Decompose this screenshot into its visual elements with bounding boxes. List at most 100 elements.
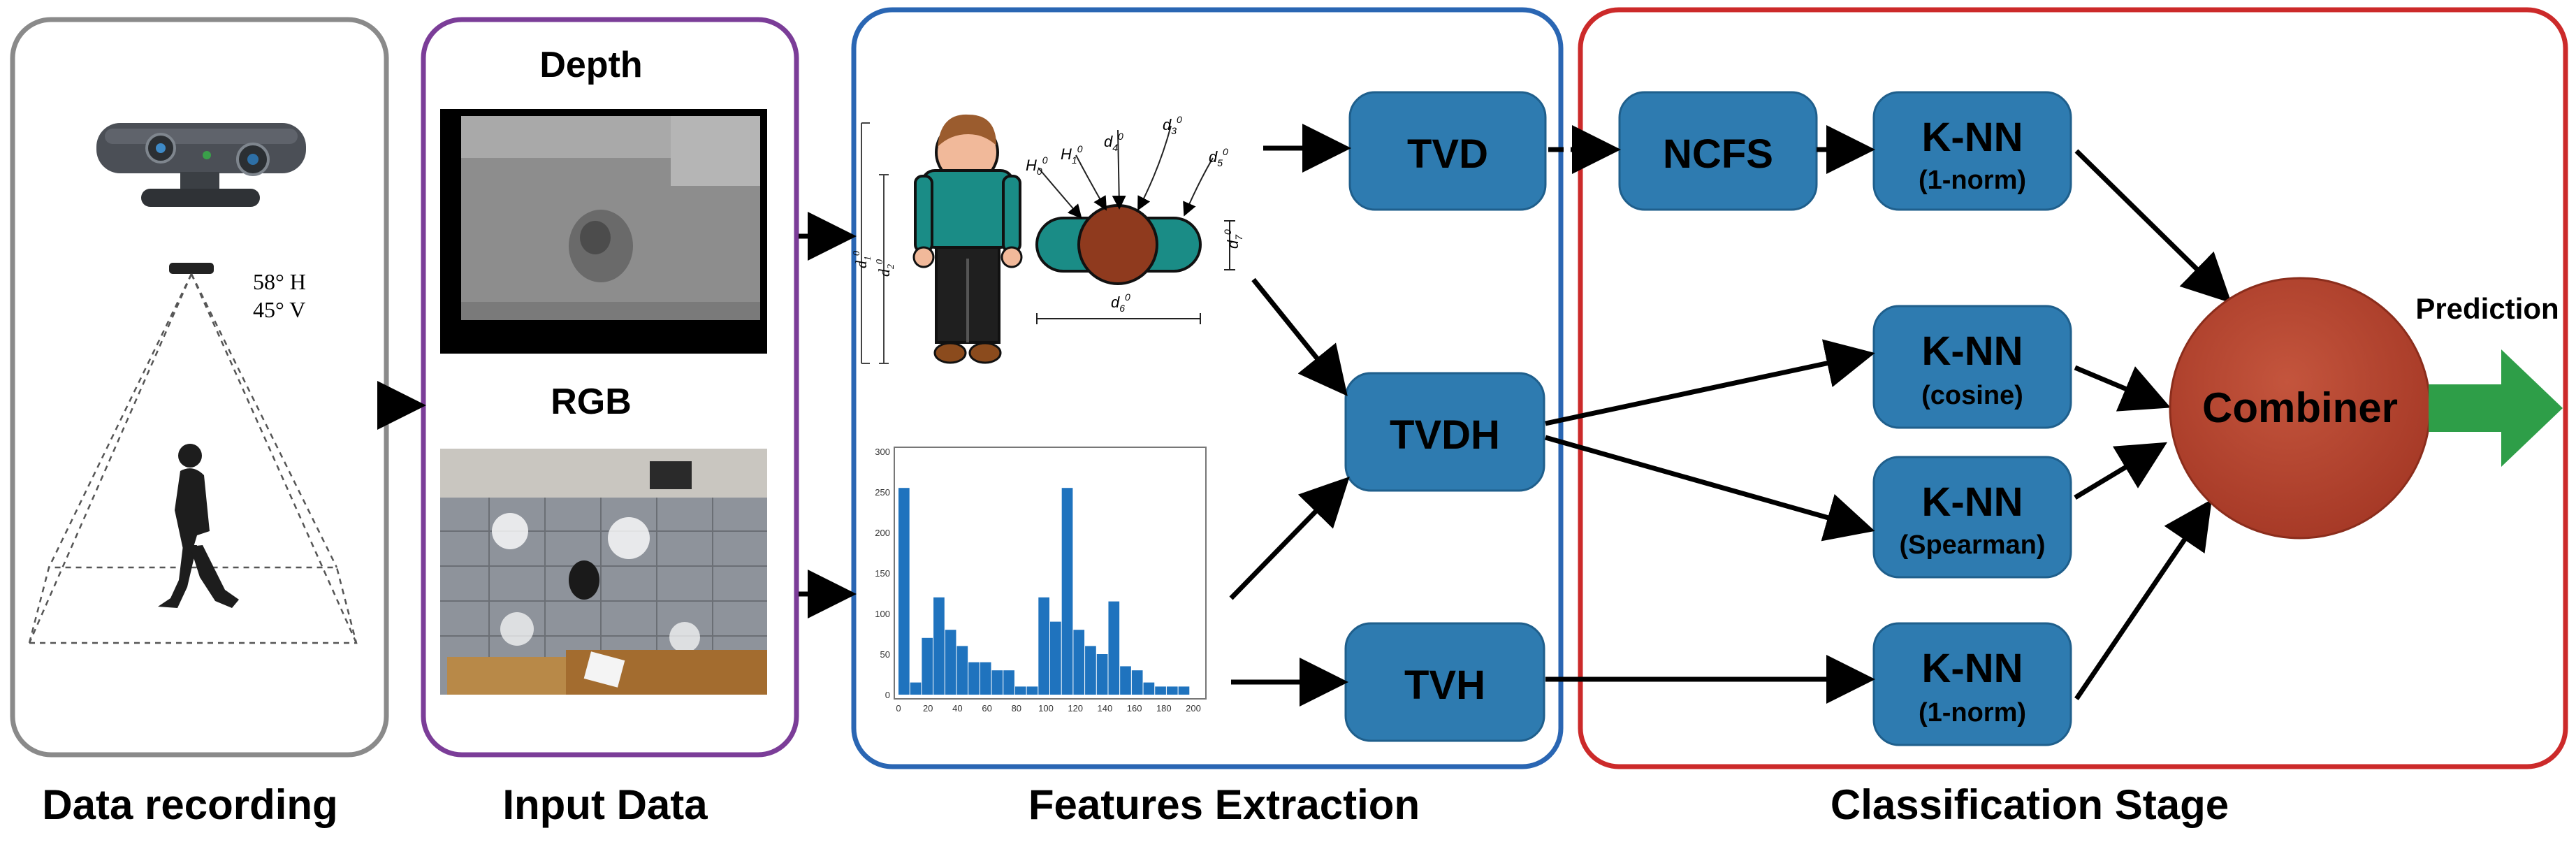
svg-text:K-NN: K-NN: [1922, 115, 2023, 160]
svg-text:(cosine): (cosine): [1921, 381, 2023, 410]
svg-text:K-NN: K-NN: [1922, 479, 2023, 525]
histogram-y-tick: 200: [875, 528, 890, 538]
histogram-bar: [956, 646, 968, 695]
arrow-bodymodel-to-tvdh: [1251, 277, 1348, 396]
histogram-bar: [1026, 686, 1038, 695]
svg-text:NCFS: NCFS: [1663, 131, 1773, 177]
histogram-bar: [1166, 686, 1178, 695]
node-ncfs: NCFS: [1618, 91, 1818, 211]
node-tvd: TVD: [1348, 91, 1547, 211]
histogram-y-tick: 300: [875, 447, 890, 457]
histogram-x-tick: 80: [1012, 703, 1021, 714]
node-knn-1norm-top: K-NN (1-norm): [1872, 91, 2072, 211]
histogram-bar: [1143, 682, 1155, 695]
svg-text:TVD: TVD: [1407, 131, 1488, 177]
fov-vertical: 45° V: [253, 297, 305, 322]
title-features-extraction: Features Extraction: [1028, 781, 1420, 828]
label-d2: d20: [875, 259, 896, 277]
histogram-bar: [968, 662, 980, 695]
svg-text:(1-norm): (1-norm): [1919, 698, 2026, 727]
label-d1: d10: [852, 251, 873, 268]
node-knn-spearman: K-NN (Spearman): [1872, 456, 2072, 579]
histogram-x-tick: 180: [1156, 703, 1172, 714]
label-h0: H00: [1026, 154, 1048, 177]
histogram-y-tick: 50: [880, 649, 890, 660]
rgb-image: [440, 449, 767, 695]
depth-label: Depth: [539, 45, 642, 85]
kinect-sensor-image: [96, 123, 306, 207]
histogram-bar: [1131, 670, 1143, 695]
node-knn-cosine: K-NN (cosine): [1872, 305, 2072, 429]
histogram-bar: [1073, 630, 1085, 695]
title-classification-stage: Classification Stage: [1831, 781, 2229, 828]
histogram-bar: [980, 662, 991, 695]
histogram-x-tick: 140: [1098, 703, 1113, 714]
arrow-knn2-to-combiner: [2074, 365, 2171, 412]
label-d5: d50: [1209, 146, 1228, 168]
label-h1: H10: [1061, 143, 1083, 166]
arrow-knn4-to-combiner: [2074, 499, 2212, 700]
histogram-x-tick: 40: [952, 703, 962, 714]
svg-text:TVH: TVH: [1404, 663, 1485, 708]
label-d6: d60: [1111, 291, 1130, 314]
histogram-bar: [945, 630, 956, 695]
histogram-bar: [910, 682, 922, 695]
arrow-histogram-to-tvdh: [1229, 476, 1350, 600]
arrow-tvdh-to-knn-spearman: [1545, 435, 1875, 542]
walking-person-silhouette: [158, 444, 239, 608]
histogram-x-tick: 0: [896, 703, 901, 714]
histogram-bar: [1014, 686, 1026, 695]
rgb-label: RGB: [551, 382, 632, 422]
histogram-bar: [933, 597, 945, 695]
histogram-bar: [922, 637, 933, 695]
histogram-x-tick: 160: [1127, 703, 1142, 714]
histogram-y-tick: 150: [875, 568, 890, 579]
node-knn-1norm-bottom: K-NN (1-norm): [1872, 622, 2072, 746]
histogram-bar: [898, 488, 910, 695]
svg-text:(1-norm): (1-norm): [1919, 166, 2026, 195]
histogram-x-tick: 100: [1038, 703, 1054, 714]
node-combiner: Combiner: [2169, 277, 2431, 540]
histogram-bar: [1178, 686, 1190, 695]
svg-text:TVDH: TVDH: [1390, 412, 1500, 458]
histogram-bar: [1155, 686, 1166, 695]
svg-text:K-NN: K-NN: [1922, 646, 2023, 691]
depth-image: [440, 109, 767, 354]
histogram-chart: 300 250 200 150 100 50 0 0 20 40 60 80 100 120 140 160…: [875, 447, 1207, 714]
histogram-y-tick: 100: [875, 609, 890, 619]
histogram-x-tick: 60: [982, 703, 991, 714]
person-figure: d10 d20: [852, 114, 1023, 364]
histogram-bar: [1050, 621, 1061, 695]
histogram-bar: [1085, 646, 1096, 695]
prediction-label: Prediction: [2415, 292, 2559, 325]
histogram-bar: [1003, 670, 1014, 695]
node-tvdh: TVDH: [1344, 372, 1545, 492]
panel-classification-stage: [1578, 7, 2568, 769]
histogram-y-tick: 0: [885, 690, 890, 700]
histogram-bar: [1108, 601, 1120, 695]
label-d7: d70: [1222, 229, 1244, 249]
histogram-x-tick: 20: [923, 703, 933, 714]
histogram-x-tick: 120: [1068, 703, 1083, 714]
prediction-arrow-icon: [2429, 349, 2563, 467]
label-d3: d30: [1163, 114, 1182, 136]
title-input-data: Input Data: [502, 781, 708, 828]
histogram-y-tick: 250: [875, 487, 890, 498]
svg-text:(Spearman): (Spearman): [1899, 530, 2045, 560]
histogram-bar: [1061, 488, 1073, 695]
label-d4: d40: [1104, 131, 1123, 153]
title-data-recording: Data recording: [42, 781, 337, 828]
body-top-view: H00 H10 d40 d30 d50 d60 d70: [1026, 114, 1244, 324]
panel-features-extraction: [851, 7, 1564, 769]
histogram-bar: [1038, 597, 1049, 695]
arrow-knn3-to-combiner: [2074, 442, 2168, 500]
histogram-bar: [991, 670, 1003, 695]
node-tvh: TVH: [1344, 622, 1545, 742]
sensor-icon: [169, 263, 214, 274]
svg-text:K-NN: K-NN: [1922, 328, 2023, 374]
fov-horizontal: 58° H: [253, 269, 306, 294]
svg-text:Combiner: Combiner: [2202, 384, 2398, 431]
histogram-bar: [1120, 666, 1131, 695]
